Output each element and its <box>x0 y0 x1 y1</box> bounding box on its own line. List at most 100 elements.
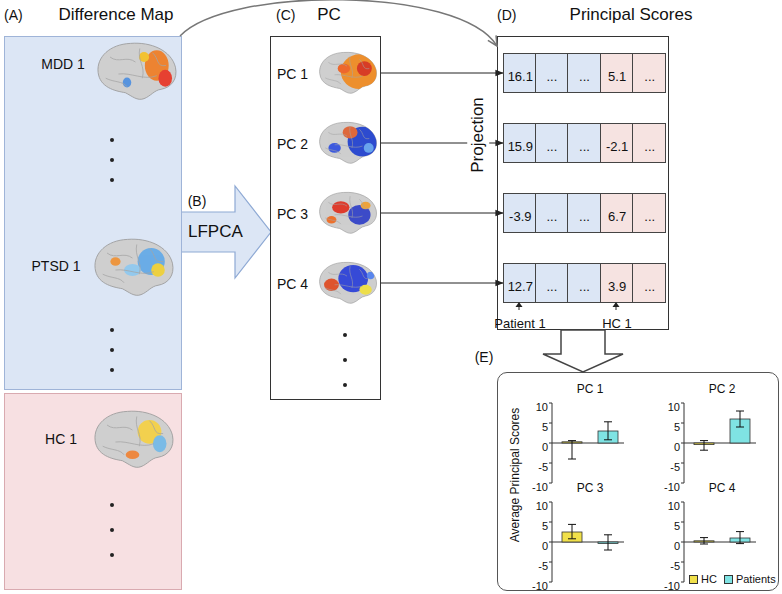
brain-map <box>95 239 173 295</box>
projection-arrow <box>381 283 503 284</box>
score-cell: 15.9 <box>503 123 536 163</box>
axis-title: Average Principal Scores <box>509 408 523 543</box>
chart-title: PC 1 <box>577 383 604 397</box>
axis-note: Projection <box>467 94 489 176</box>
score-value: -2.1 <box>606 140 628 155</box>
score-cell: ... <box>633 193 666 233</box>
curved-arrow <box>180 0 497 46</box>
panel-letter: (E) <box>475 349 494 365</box>
score-value: ... <box>546 280 557 295</box>
score-cell: 16.1 <box>503 53 536 93</box>
brain-map <box>320 192 377 233</box>
panel-box: Principal ScoresPatient 1HC 116.1......5… <box>497 36 669 330</box>
score-value: ... <box>579 210 590 225</box>
subject-label: HC 1 <box>45 431 77 447</box>
brain-map <box>158 70 172 87</box>
flow-arrow <box>543 330 623 372</box>
score-value: 3.9 <box>608 280 626 295</box>
score-value: ... <box>546 210 557 225</box>
tick-label: -10 <box>532 580 548 593</box>
arrow-outline <box>182 186 271 278</box>
component-label: PC 3 <box>277 206 308 222</box>
tick-label: -5 <box>538 560 548 573</box>
ellipsis-dots <box>110 348 114 352</box>
score-cell: 3.9 <box>601 263 634 303</box>
ellipsis-dots <box>343 383 347 387</box>
tick-label: 5 <box>542 520 548 533</box>
legend-text: HC <box>701 573 717 586</box>
brain-map <box>325 266 369 294</box>
panel-letter: (C) <box>276 7 295 23</box>
brain-map <box>98 43 176 99</box>
bar-chart <box>549 502 552 582</box>
legend-swatch <box>724 575 733 584</box>
score-value: 6.7 <box>608 210 626 225</box>
brain-map <box>153 435 167 452</box>
brain-map <box>357 61 372 76</box>
chart-title: PC 3 <box>577 482 604 496</box>
brain-map <box>367 272 374 279</box>
bar-chart <box>681 502 684 582</box>
score-value: ... <box>579 280 590 295</box>
chart-bars <box>562 419 750 544</box>
brain-map <box>328 126 377 156</box>
leader-arrow <box>613 302 620 307</box>
ellipsis-dots <box>110 553 114 557</box>
brain-map <box>103 417 163 455</box>
leader-arrow <box>516 302 620 310</box>
leader-arrow <box>516 302 523 307</box>
score-value: ... <box>546 70 557 85</box>
brain-map <box>320 122 377 163</box>
tick-label: 0 <box>542 441 548 454</box>
brain-map <box>151 263 165 277</box>
error-bars <box>736 411 744 427</box>
subject-label: PTSD 1 <box>31 258 80 274</box>
brain-map <box>103 245 163 283</box>
score-cell: 5.1 <box>601 53 634 93</box>
panel-letter: (A) <box>4 7 23 23</box>
projection-arrow <box>381 73 503 74</box>
brain-map <box>126 451 140 460</box>
ellipsis-dots <box>110 368 114 372</box>
score-cell: ... <box>536 53 569 93</box>
brain-map <box>95 411 173 467</box>
pointer-label: HC 1 <box>602 317 632 332</box>
subject-label: MDD 1 <box>41 56 85 72</box>
score-value: ... <box>644 280 655 295</box>
tick-label: 5 <box>542 421 548 434</box>
score-cell: ... <box>536 263 569 303</box>
tick-label: 0 <box>542 540 548 553</box>
brain-map <box>320 52 378 93</box>
component-label: PC 4 <box>277 276 308 292</box>
error-bars <box>700 538 708 544</box>
score-value: 16.1 <box>508 70 533 85</box>
brain-map <box>106 49 166 87</box>
tick-label: -10 <box>532 481 548 494</box>
ellipsis-dots <box>343 333 347 337</box>
brain-map <box>338 64 350 74</box>
legend: HC Patients <box>689 573 782 586</box>
score-cell: -2.1 <box>601 123 634 163</box>
brain-map <box>320 192 377 233</box>
brain-map <box>95 411 173 467</box>
brain-map <box>320 122 378 163</box>
brain-map <box>332 201 349 213</box>
error-bars <box>568 441 576 459</box>
panel-title: PC <box>317 5 341 25</box>
score-value: 5.1 <box>608 70 626 85</box>
panel-letter: (D) <box>497 7 516 23</box>
score-cell: ... <box>633 123 666 163</box>
ellipsis-dots <box>110 178 114 182</box>
tick-label: 5 <box>674 520 680 533</box>
legend-text: Patients <box>736 573 776 586</box>
tick-label: -5 <box>670 461 680 474</box>
score-cell: ... <box>536 123 569 163</box>
brain-map <box>338 54 378 89</box>
ellipsis-dots <box>110 138 347 557</box>
score-cell: ... <box>568 193 601 233</box>
error-bars <box>700 441 708 451</box>
brain-map <box>124 264 141 276</box>
score-cell: ... <box>536 193 569 233</box>
